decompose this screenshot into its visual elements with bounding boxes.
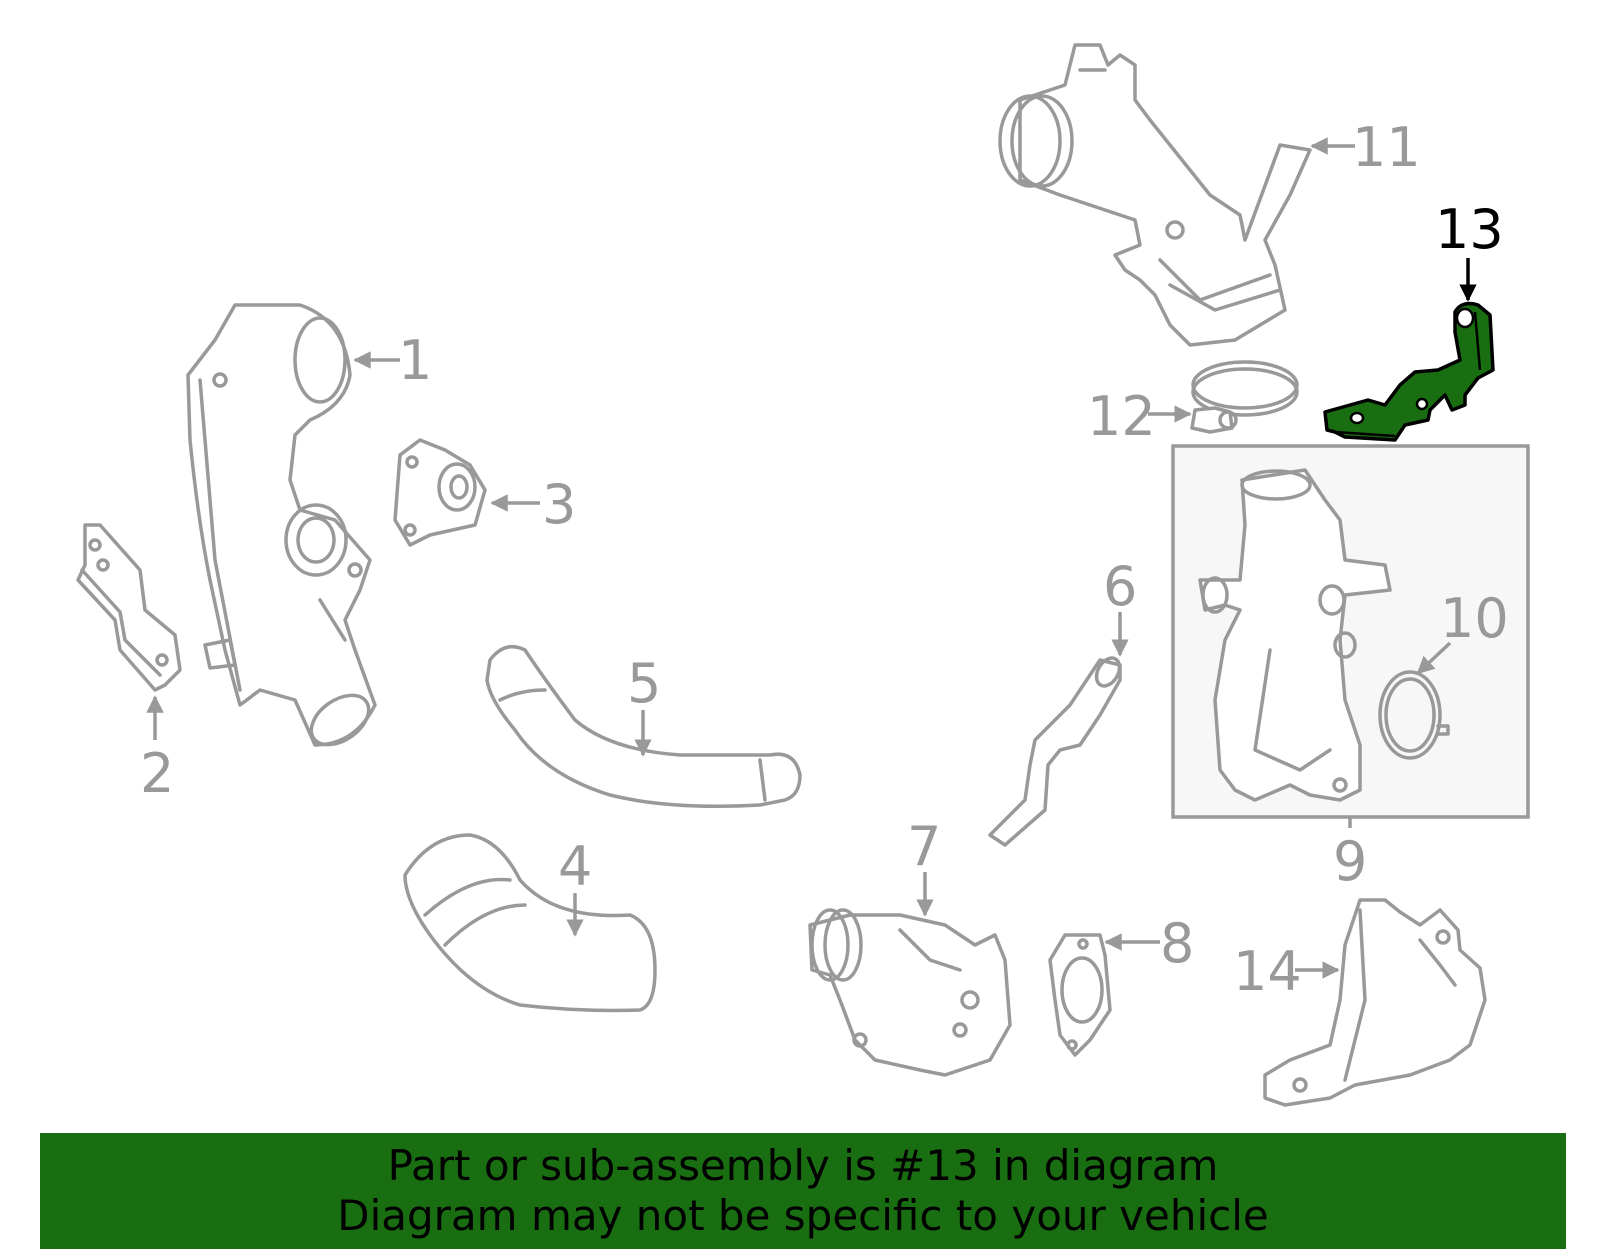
callout-8: 8	[1160, 912, 1194, 975]
callout-4: 4	[558, 835, 592, 898]
banner-line-1: Part or sub-assembly is #13 in diagram	[387, 1141, 1219, 1190]
callout-2: 2	[140, 742, 174, 805]
callout-5: 5	[627, 652, 661, 715]
callout-14: 14	[1233, 940, 1302, 1003]
part-2-bracket	[76, 523, 182, 692]
part-6-pipe	[988, 656, 1122, 847]
part-12-hose-clamp	[1190, 360, 1299, 434]
part-10-o-ring	[1378, 670, 1450, 760]
leader-10	[1416, 641, 1452, 675]
callout-1: 1	[398, 329, 432, 392]
callout-3: 3	[542, 473, 576, 536]
part-14-heat-shield	[1263, 898, 1487, 1107]
callout-6: 6	[1103, 555, 1137, 618]
part-13-bracket-highlighted	[1323, 301, 1495, 442]
callout-9: 9	[1333, 830, 1367, 893]
part-4-hose	[403, 833, 657, 1013]
info-banner: Part or sub-assembly is #13 in diagram D…	[40, 1133, 1566, 1249]
part-8-gasket	[1048, 933, 1112, 1057]
callout-12: 12	[1087, 385, 1156, 448]
part-9-assembly-box	[1171, 444, 1530, 819]
part-3-thermostat-cap	[393, 438, 487, 547]
leader-lines	[146, 137, 1477, 979]
part-7-outlet-housing	[808, 908, 1012, 1077]
part-11-intake-pipe	[998, 43, 1312, 347]
banner-line-2: Diagram may not be specific to your vehi…	[337, 1191, 1269, 1240]
callout-numbers: 1 2 3 4 5 6 7 8 9 10 11 12 13 14	[140, 116, 1509, 1003]
callout-13: 13	[1435, 198, 1504, 261]
part-1-coolant-pipe	[186, 303, 377, 747]
callout-7: 7	[907, 815, 941, 878]
part-5-hose	[485, 644, 802, 808]
callout-10: 10	[1440, 587, 1509, 650]
callout-11: 11	[1352, 116, 1421, 179]
